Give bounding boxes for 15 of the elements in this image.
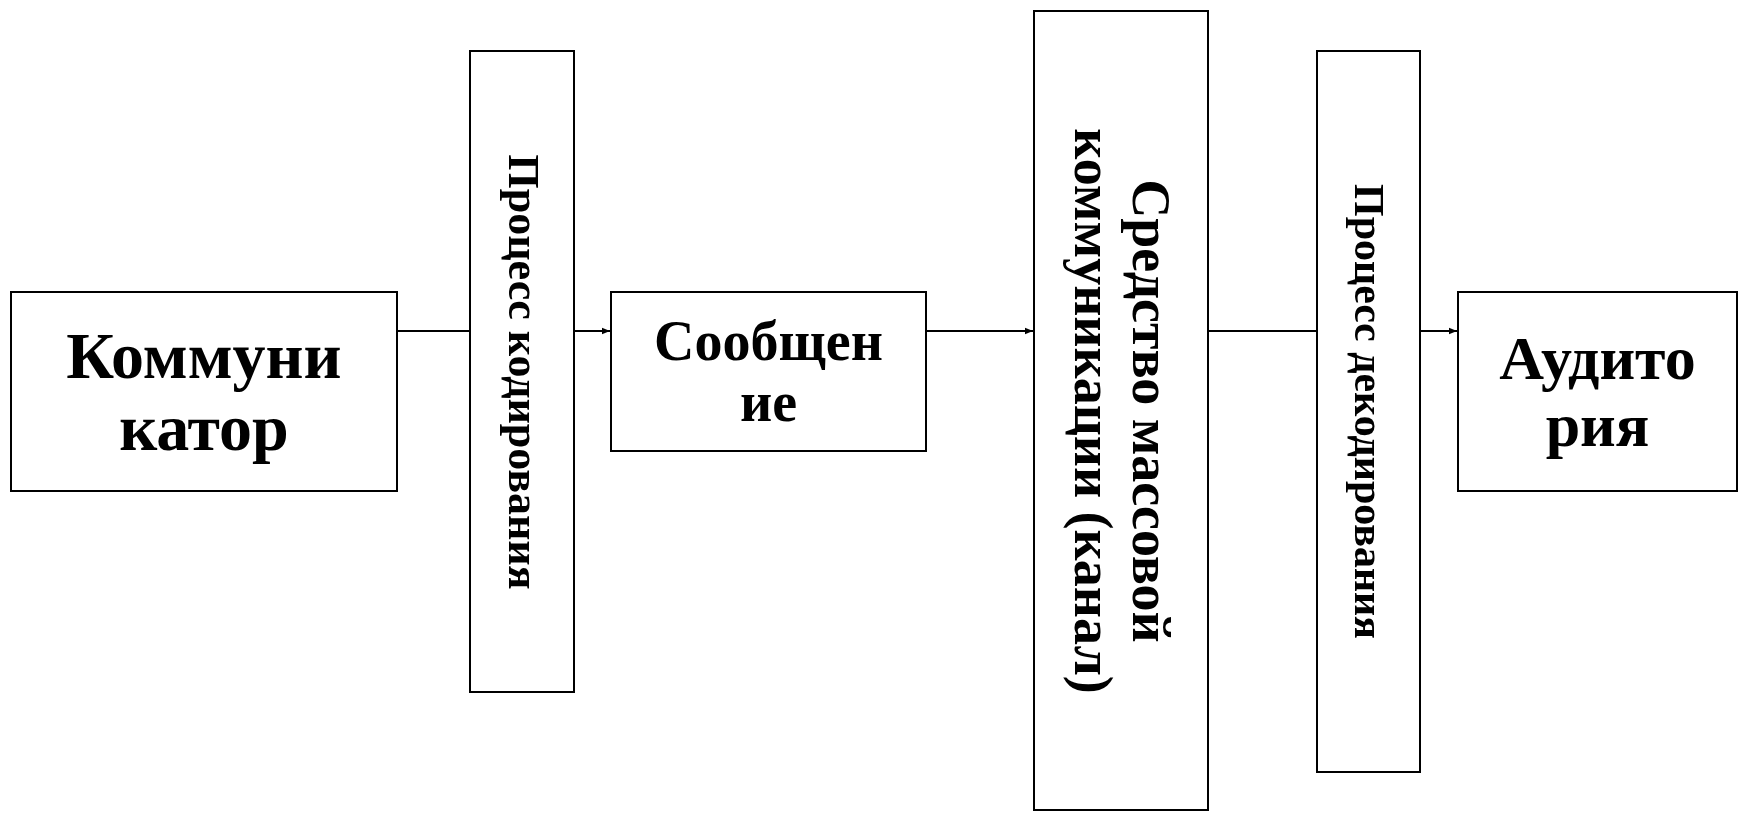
box-label: Средство массовой коммуникации (канал) [1062,126,1180,696]
arrow [926,327,1034,335]
box-label: Процесс кодирования [498,154,546,589]
process-box [1457,291,1738,492]
box-label: Коммуникатор [65,320,343,463]
process-box [1033,10,1209,811]
process-box [469,50,575,693]
process-box [610,291,927,452]
process-box [1316,50,1421,773]
box-label: Аудитория [1498,324,1697,459]
box-label: Сообщение [653,311,884,432]
arrow [574,327,611,335]
process-box [10,291,398,492]
arrow [1420,327,1458,335]
box-label: Процесс декодирования [1345,183,1392,640]
